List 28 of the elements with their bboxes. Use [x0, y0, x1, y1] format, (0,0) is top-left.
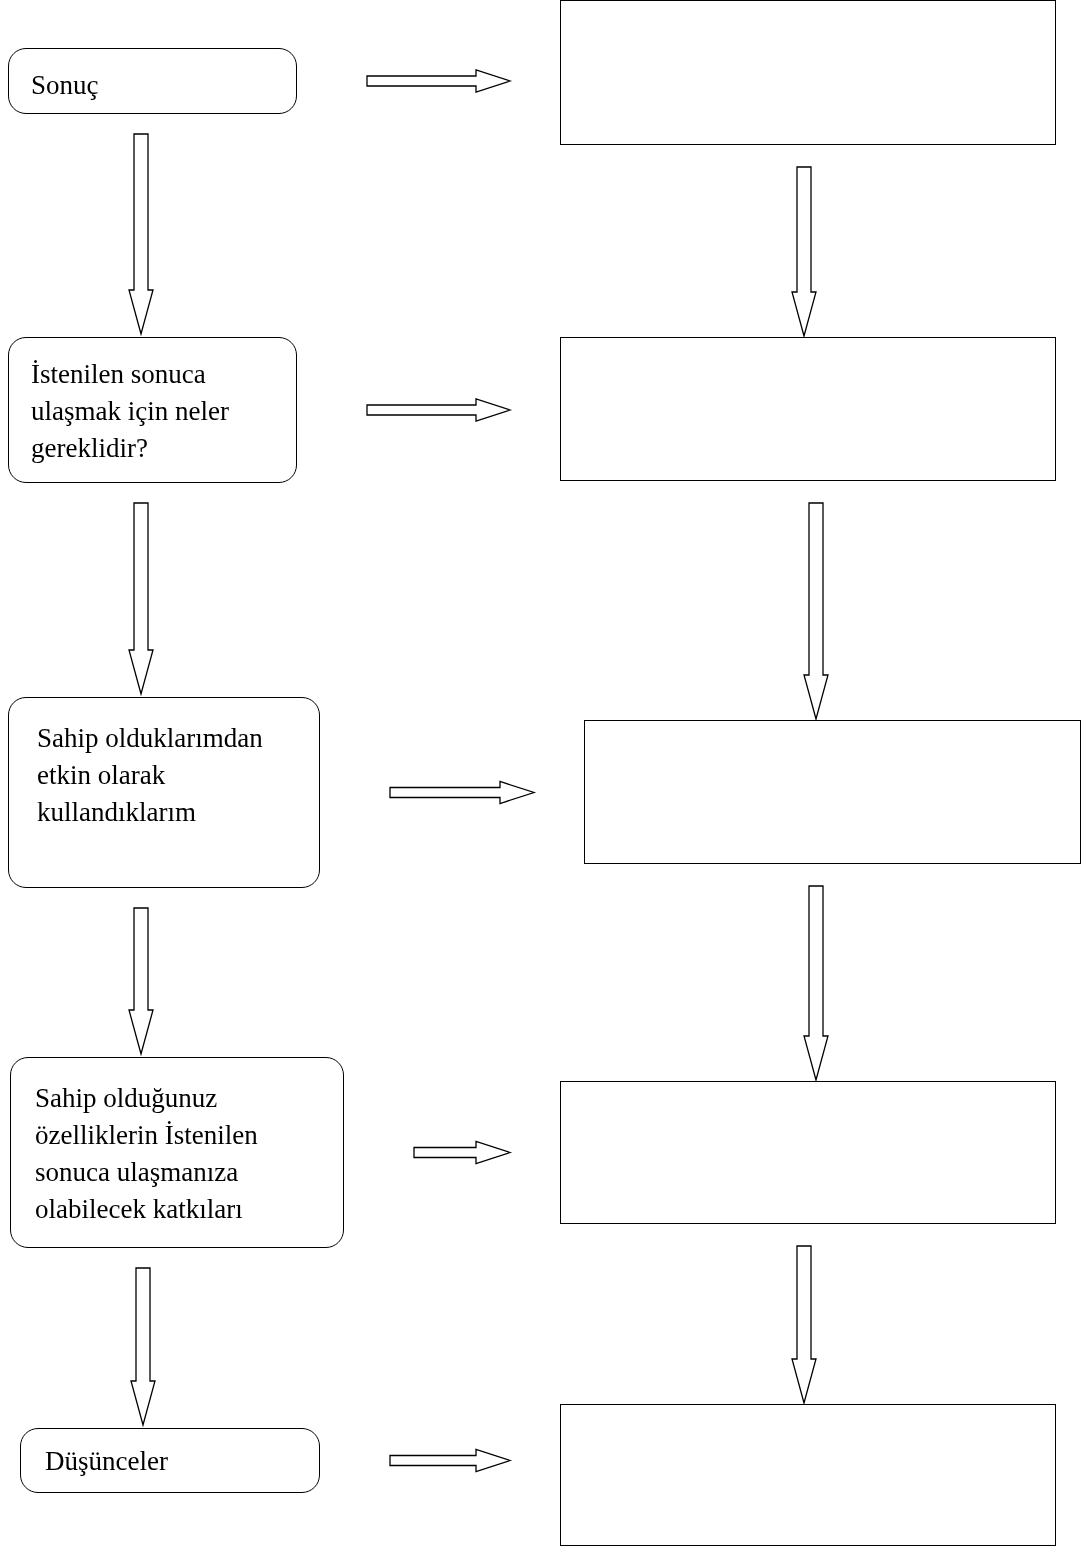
block-arrow	[791, 166, 817, 339]
empty-box	[560, 337, 1056, 481]
step-text: İstenilen sonuca ulaşmak için neler gereklidir?	[31, 358, 230, 465]
block-arrow	[128, 133, 154, 337]
step-text: Sahip olduklarımdan etkin olarak kullandıklarım	[37, 722, 264, 829]
block-arrow	[413, 1140, 513, 1165]
block-arrow	[128, 907, 154, 1057]
block-arrow	[389, 1448, 513, 1473]
empty-box	[584, 720, 1081, 864]
step-text: Sahip olduğunuz özelliklerin İstenilen sonuca ulaşmanıza olabilecek katkıları	[35, 1082, 259, 1226]
rounded-step-box	[8, 48, 297, 114]
rounded-step-box	[8, 697, 320, 888]
rounded-step-box	[10, 1057, 344, 1248]
rounded-step-box	[20, 1428, 320, 1493]
block-arrow	[803, 502, 829, 722]
empty-box	[560, 0, 1056, 145]
block-arrow	[366, 398, 513, 422]
block-arrow	[389, 780, 537, 805]
block-arrow	[366, 69, 513, 93]
block-arrow	[128, 502, 154, 697]
block-arrow	[803, 885, 829, 1083]
empty-box	[560, 1404, 1056, 1546]
rounded-step-box	[8, 337, 297, 483]
step-text: Sonuç	[31, 69, 100, 102]
step-text: Düşünceler	[45, 1445, 169, 1478]
empty-box	[560, 1081, 1056, 1224]
block-arrow	[130, 1267, 156, 1428]
block-arrow	[791, 1245, 817, 1406]
